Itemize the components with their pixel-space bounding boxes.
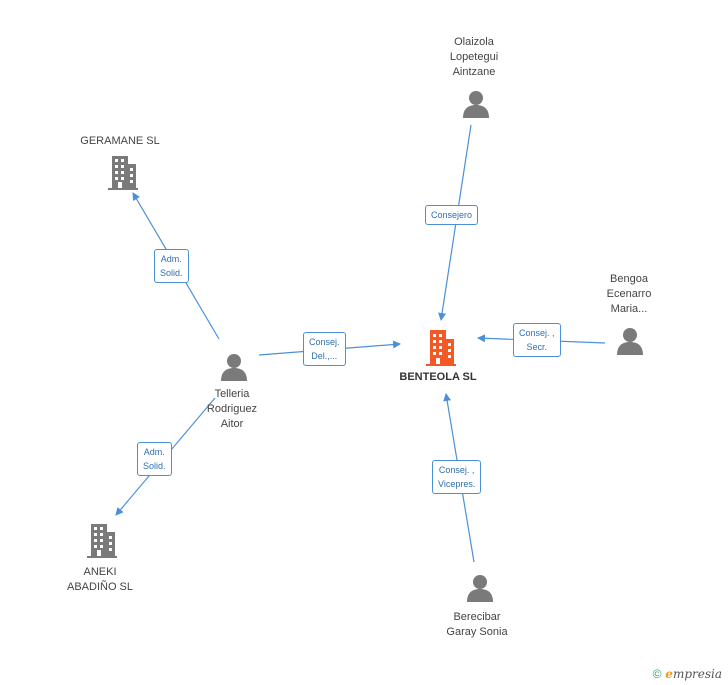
geramane-building-icon[interactable] bbox=[108, 156, 138, 190]
main-company-label[interactable]: BENTEOLA SL bbox=[399, 371, 477, 383]
aneki-label[interactable]: ANEKI ABADIÑO SL bbox=[66, 566, 134, 593]
bengoa-label[interactable]: Bengoa Ecenarro Maria... bbox=[606, 273, 652, 315]
aneki-building-icon[interactable] bbox=[87, 524, 117, 558]
berecibar-person-icon[interactable] bbox=[467, 575, 493, 602]
olaizola-label[interactable]: Olaizola Lopetegui Aintzane bbox=[449, 36, 499, 78]
copyright-icon: © bbox=[652, 667, 662, 681]
edge-label-telleria-aneki: Adm. Solid. bbox=[137, 442, 172, 476]
edge-label-bengoa-main: Consej. , Secr. bbox=[513, 323, 561, 357]
edge-label-olaizola-main: Consejero bbox=[425, 205, 479, 225]
edge-label-berecibar-main: Consej. , Vicepres. bbox=[432, 460, 482, 494]
geramane-label[interactable]: GERAMANE SL bbox=[80, 135, 160, 147]
main-company-building-icon[interactable] bbox=[424, 330, 456, 366]
olaizola-person-icon[interactable] bbox=[463, 91, 489, 118]
edge-label-telleria-geramane: Adm. Solid. bbox=[154, 249, 189, 283]
brand-logo-text: mpresia bbox=[672, 667, 722, 681]
berecibar-label[interactable]: Berecibar Garay Sonia bbox=[446, 611, 508, 638]
telleria-person-icon[interactable] bbox=[221, 354, 247, 381]
brand-logo-e: e bbox=[665, 667, 673, 681]
telleria-label[interactable]: Telleria Rodriguez Aitor bbox=[206, 388, 258, 430]
footer-brand: © empresia bbox=[653, 667, 722, 681]
bengoa-person-icon[interactable] bbox=[617, 328, 643, 355]
edge-label-telleria-main: Consej. Del.,... bbox=[303, 332, 346, 366]
